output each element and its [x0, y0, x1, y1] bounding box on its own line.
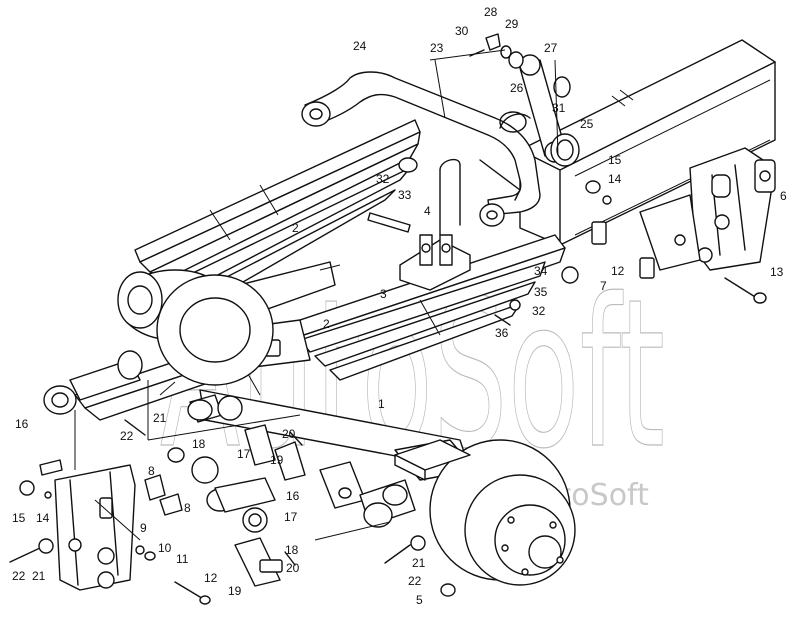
stabilizer-link: [469, 33, 580, 167]
frame-rail: [519, 39, 776, 246]
callout-18: 18: [285, 543, 299, 557]
assembly-lines: [74, 49, 559, 541]
callout-21: 21: [32, 569, 46, 583]
callout-8: 8: [184, 501, 191, 515]
callout-15: 15: [608, 153, 622, 167]
callout-26: 26: [510, 81, 524, 95]
rear-hanger-bracket: [591, 147, 776, 279]
callout-28: 28: [484, 5, 498, 19]
hub-drum-right: [429, 439, 576, 586]
callout-3: 3: [380, 287, 387, 301]
callout-22: 22: [408, 574, 422, 588]
callout-8: 8: [148, 464, 155, 478]
callout-33: 33: [398, 188, 412, 202]
u-bolt: [367, 157, 471, 291]
callout-36: 36: [495, 326, 509, 340]
callouts: 1 2 2 3 4 5 6 7 8 8 9 10 11 12 12 13 14 …: [12, 5, 787, 607]
callout-13: 13: [770, 265, 784, 279]
callout-30: 30: [455, 24, 469, 38]
callout-21: 21: [412, 556, 426, 570]
callout-10: 10: [158, 541, 172, 555]
callout-7: 7: [600, 279, 607, 293]
callout-12: 12: [611, 264, 625, 278]
front-hanger-bracket: [39, 459, 136, 591]
callout-6: 6: [780, 189, 787, 203]
callout-16: 16: [15, 417, 29, 431]
callout-31: 31: [552, 101, 566, 115]
callout-5: 5: [416, 593, 423, 607]
callout-23: 23: [430, 41, 444, 55]
callout-18: 18: [192, 437, 206, 451]
callout-12: 12: [204, 571, 218, 585]
callout-16: 16: [286, 489, 300, 503]
callout-11: 11: [176, 552, 189, 566]
callout-22: 22: [120, 429, 134, 443]
spring-pad: [394, 439, 471, 481]
callout-9: 9: [140, 521, 147, 535]
callout-25: 25: [580, 117, 594, 131]
callout-14: 14: [608, 172, 622, 186]
callout-2: 2: [323, 317, 330, 331]
callout-22: 22: [12, 569, 26, 583]
callout-15: 15: [12, 511, 26, 525]
callout-2: 2: [292, 221, 299, 235]
hub-drum-left: [117, 269, 274, 386]
callout-24: 24: [353, 39, 367, 53]
callout-20: 20: [282, 427, 296, 441]
callout-32: 32: [376, 172, 390, 186]
callout-19: 19: [270, 453, 284, 467]
callout-17: 17: [237, 447, 251, 461]
callout-17: 17: [284, 510, 298, 524]
callout-34: 34: [534, 264, 548, 278]
callout-14: 14: [36, 511, 50, 525]
callout-27: 27: [544, 41, 558, 55]
leaf-spring-upper: [134, 119, 421, 305]
spring-eye-left: [43, 350, 143, 415]
callout-1: 1: [378, 397, 385, 411]
stabilizer-bar: [301, 71, 541, 227]
callout-32: 32: [532, 304, 546, 318]
callout-20: 20: [286, 561, 300, 575]
callout-29: 29: [505, 17, 519, 31]
callout-19: 19: [228, 584, 242, 598]
callout-21: 21: [153, 411, 167, 425]
shackle-parts: [144, 394, 416, 587]
callout-35: 35: [534, 285, 548, 299]
bolts-and-nuts: [9, 180, 767, 605]
callout-4: 4: [424, 204, 431, 218]
